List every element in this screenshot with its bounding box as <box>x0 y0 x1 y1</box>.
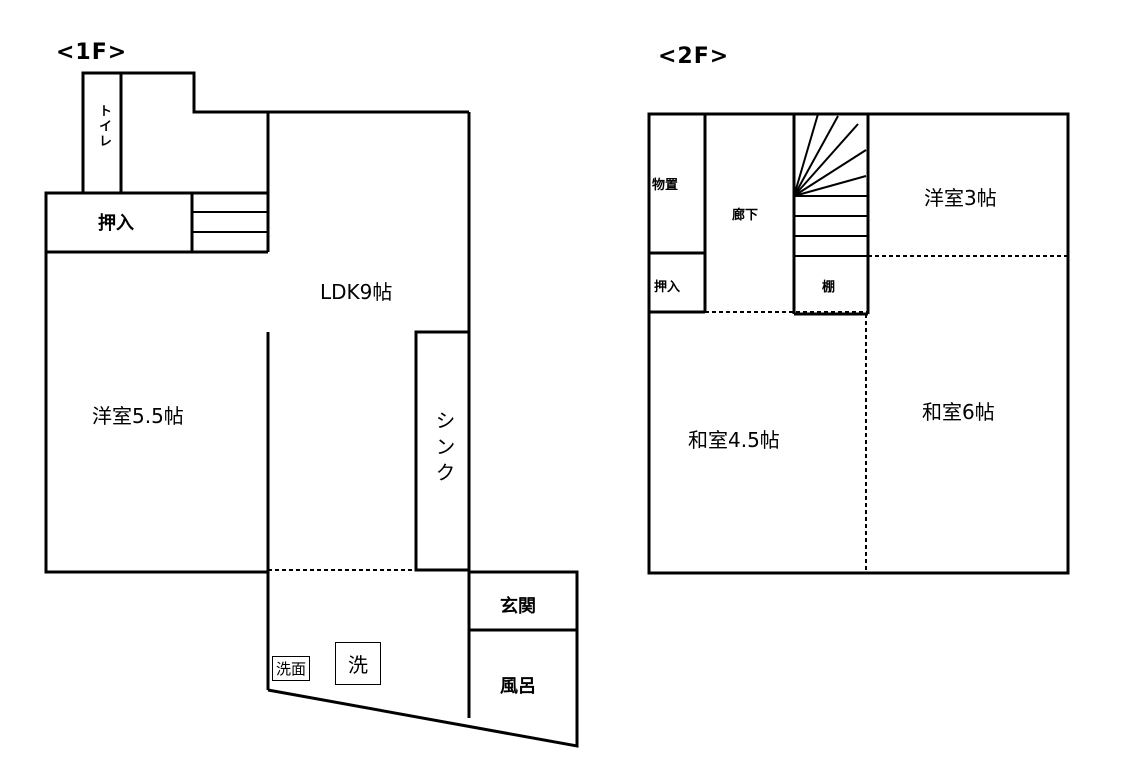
f2-winder-line <box>793 149 867 197</box>
youshitsu-3-label: 洋室3帖 <box>924 186 997 210</box>
floor1-walls <box>44 71 579 748</box>
f1-outer-wall <box>44 71 270 574</box>
f1-lower-wing <box>267 570 579 748</box>
oshiire-2f-label: 押入 <box>654 280 681 295</box>
f2-winder-line <box>793 123 859 197</box>
sink-label: シンク <box>432 410 456 488</box>
tana-label: 棚 <box>822 280 836 295</box>
washitsu-6-label: 和室6帖 <box>922 400 995 424</box>
youshitsu-55-label: 洋室5.5帖 <box>92 404 184 428</box>
oshiire-1f-label: 押入 <box>98 213 134 234</box>
floor2-walls <box>647 112 1070 575</box>
toilet-label: トイレ <box>96 104 111 149</box>
f1-sink-counter <box>414 330 469 572</box>
rouka-label: 廊下 <box>732 208 759 223</box>
washitsu-45-label: 和室4.5帖 <box>688 428 780 452</box>
senmen-label: 洗面 <box>272 656 311 681</box>
furo-label: 風呂 <box>500 676 536 697</box>
ldk-label: LDK9帖 <box>320 280 393 304</box>
f2-winder-line <box>793 175 867 197</box>
f2-outer-wall <box>647 112 1070 575</box>
floor2-title: <2F> <box>658 44 730 69</box>
monooki-label: 物置 <box>652 178 679 193</box>
f2-winder-line <box>793 113 819 197</box>
sen-label: 洗 <box>335 642 381 685</box>
f2-winder-line <box>793 115 839 197</box>
genkan-label: 玄関 <box>500 596 536 617</box>
floor1-title: <1F> <box>56 40 128 65</box>
